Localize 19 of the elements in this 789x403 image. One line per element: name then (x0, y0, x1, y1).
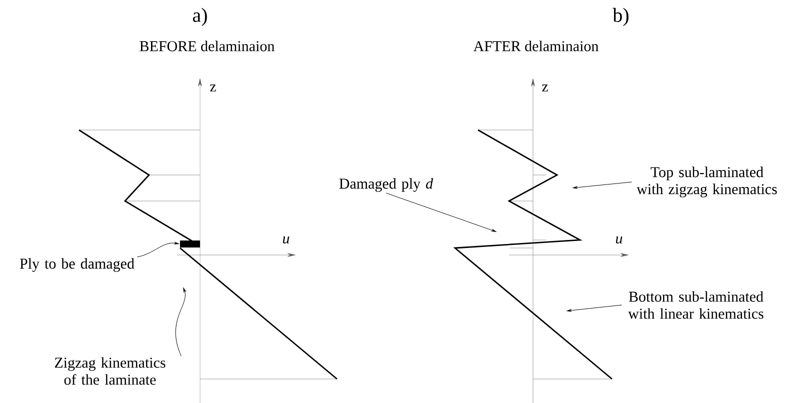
panel-label: a) (192, 8, 207, 26)
panel-title: BEFORE delaminaion (140, 40, 274, 52)
leader-line (136, 242, 180, 258)
axis-label: z (542, 84, 548, 92)
leader-line (572, 182, 632, 189)
damaged-ply (180, 240, 200, 248)
panel-label: b) (612, 8, 628, 26)
leader-line (175, 288, 186, 356)
callout-text: Damaged ply d (339, 178, 434, 192)
callout-text: Top sub-laminated with zigzag kinematics (636, 166, 777, 198)
leader-line (566, 304, 622, 312)
panel-title: AFTER delaminaion (473, 40, 598, 52)
axis-label: u (283, 236, 290, 244)
callout-text: Ply to be damaged (20, 258, 134, 272)
leader-line (386, 192, 496, 232)
axis-label: z (210, 84, 216, 92)
axis-label: u (616, 236, 622, 244)
callout-text: Bottom sub-laminated with linear kinematics (628, 291, 764, 319)
callout-text: Zigzag kinematics of the laminate (54, 357, 166, 385)
